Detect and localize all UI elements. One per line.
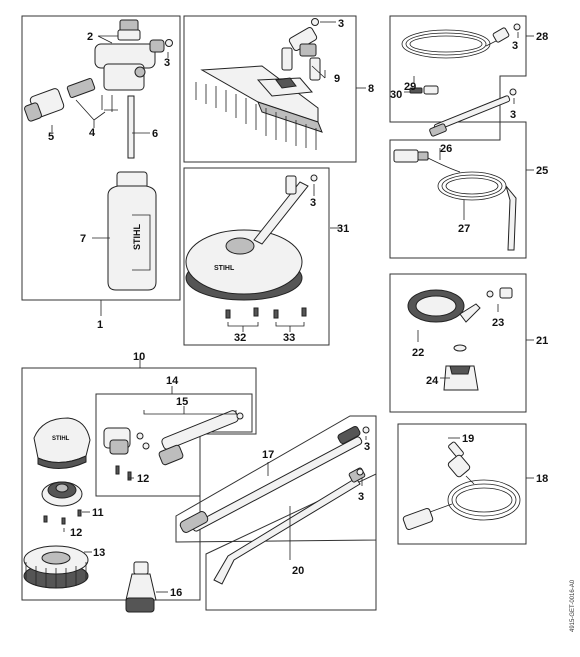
pipe-hose-part [393,149,517,251]
suction-hose-part [407,289,481,323]
label-19: 19 [462,433,474,445]
high-pressure-hose-part [402,441,521,531]
high-pressure-hose-group: 19 18 [397,423,548,545]
label-4: 4 [89,127,96,139]
suction-connector-part [486,287,513,299]
label-3-brush: 3 [338,18,344,30]
coupling-part [409,85,439,95]
filter-part [443,344,479,391]
label-24: 24 [426,375,439,387]
cleaner-brand-text: STIHL [214,265,235,272]
label-23: 23 [492,317,504,329]
drawing-reference-code: 4915-GET-0016-A0 [570,579,576,632]
extension-hose-part [401,23,521,59]
angled-lance-part [213,467,366,585]
surface-cleaner-group: STIHL 3 31 32 33 [183,167,349,346]
label-6: 6 [152,128,158,140]
label-22: 22 [412,347,424,359]
suction-hose-box [389,273,527,413]
pickup-tube-part [127,95,135,159]
label-14: 14 [166,375,179,387]
label-30: 30 [390,89,402,101]
brush-cover-brand-text: STIHL [52,436,70,442]
label-3-lance: 3 [364,441,370,453]
label-3: 3 [164,57,170,69]
brush-cover-part: STIHL [33,417,91,469]
bottle-brand-text: STIHL [132,223,142,250]
sprayer-head-part [94,39,165,91]
angled-lance-box [205,473,377,611]
high-pressure-hose-box [397,423,527,545]
label-7: 7 [80,233,86,245]
nozzle-part [24,88,65,122]
label-1: 1 [97,319,103,331]
nozzle-16-part [125,561,157,613]
extension-hose-group: 3 28 29 30 [389,15,548,123]
label-25: 25 [536,165,548,177]
cleaner-nozzle-part [285,174,318,195]
label-18: 18 [536,473,548,485]
label-28: 28 [536,31,548,43]
label-26: 26 [440,143,452,155]
label-8: 8 [368,83,374,95]
label-13: 13 [93,547,105,559]
label-32: 32 [234,332,246,344]
label-29: 29 [404,81,416,93]
surface-cleaner-part: STIHL [185,181,309,301]
brush-disc-part [23,545,89,589]
wash-brush-box [183,15,357,163]
brush-adapters-part [281,27,321,81]
spray-lance-part [179,425,370,533]
label-12-b: 12 [70,527,82,539]
cleaner-screws-part [225,307,307,319]
label-3-angled: 3 [358,491,364,503]
rotating-brush-group: STIHL [21,351,257,613]
extension-hose-box [389,15,527,123]
surface-cleaner-box [183,167,330,346]
spray-lance-group: 17 3 20 3 [175,415,377,611]
wash-brush-group: 3 9 8 [183,15,374,163]
brush-screws-part [43,432,150,525]
o-ring-part [165,39,173,47]
pipe-cleaning-group: 3 26 25 27 [389,88,548,259]
pipe-cleaning-box [389,121,527,259]
adapter-pipe-part [429,88,517,137]
foam-sprayer-group: STIHL 2 3 4 5 6 7 1 [21,15,181,331]
label-20: 20 [292,565,304,577]
suction-hose-group: 23 22 21 24 [389,273,548,413]
brush-handle-part [158,410,244,466]
brush-part [195,65,323,150]
brush-o-ring-part [311,18,319,26]
label-10: 10 [133,351,145,363]
label-11: 11 [92,507,104,519]
label-33: 33 [283,332,295,344]
gearbox-part [103,427,131,455]
label-15: 15 [176,396,188,408]
label-9: 9 [334,73,340,85]
brush-head-part [41,481,83,507]
label-17: 17 [262,449,274,461]
label-12-a: 12 [137,473,149,485]
label-27: 27 [458,223,470,235]
foam-bottle-part: STIHL [107,171,157,291]
connector-part [66,77,118,112]
label-31: 31 [337,223,349,235]
label-16: 16 [170,587,182,599]
label-3-pipe: 3 [510,109,516,121]
label-3-cleaner: 3 [310,197,316,209]
label-2: 2 [87,31,93,43]
label-3-hose: 3 [512,40,518,52]
label-21: 21 [536,335,548,347]
sprayer-cap-part [117,19,141,41]
label-5: 5 [48,131,54,143]
